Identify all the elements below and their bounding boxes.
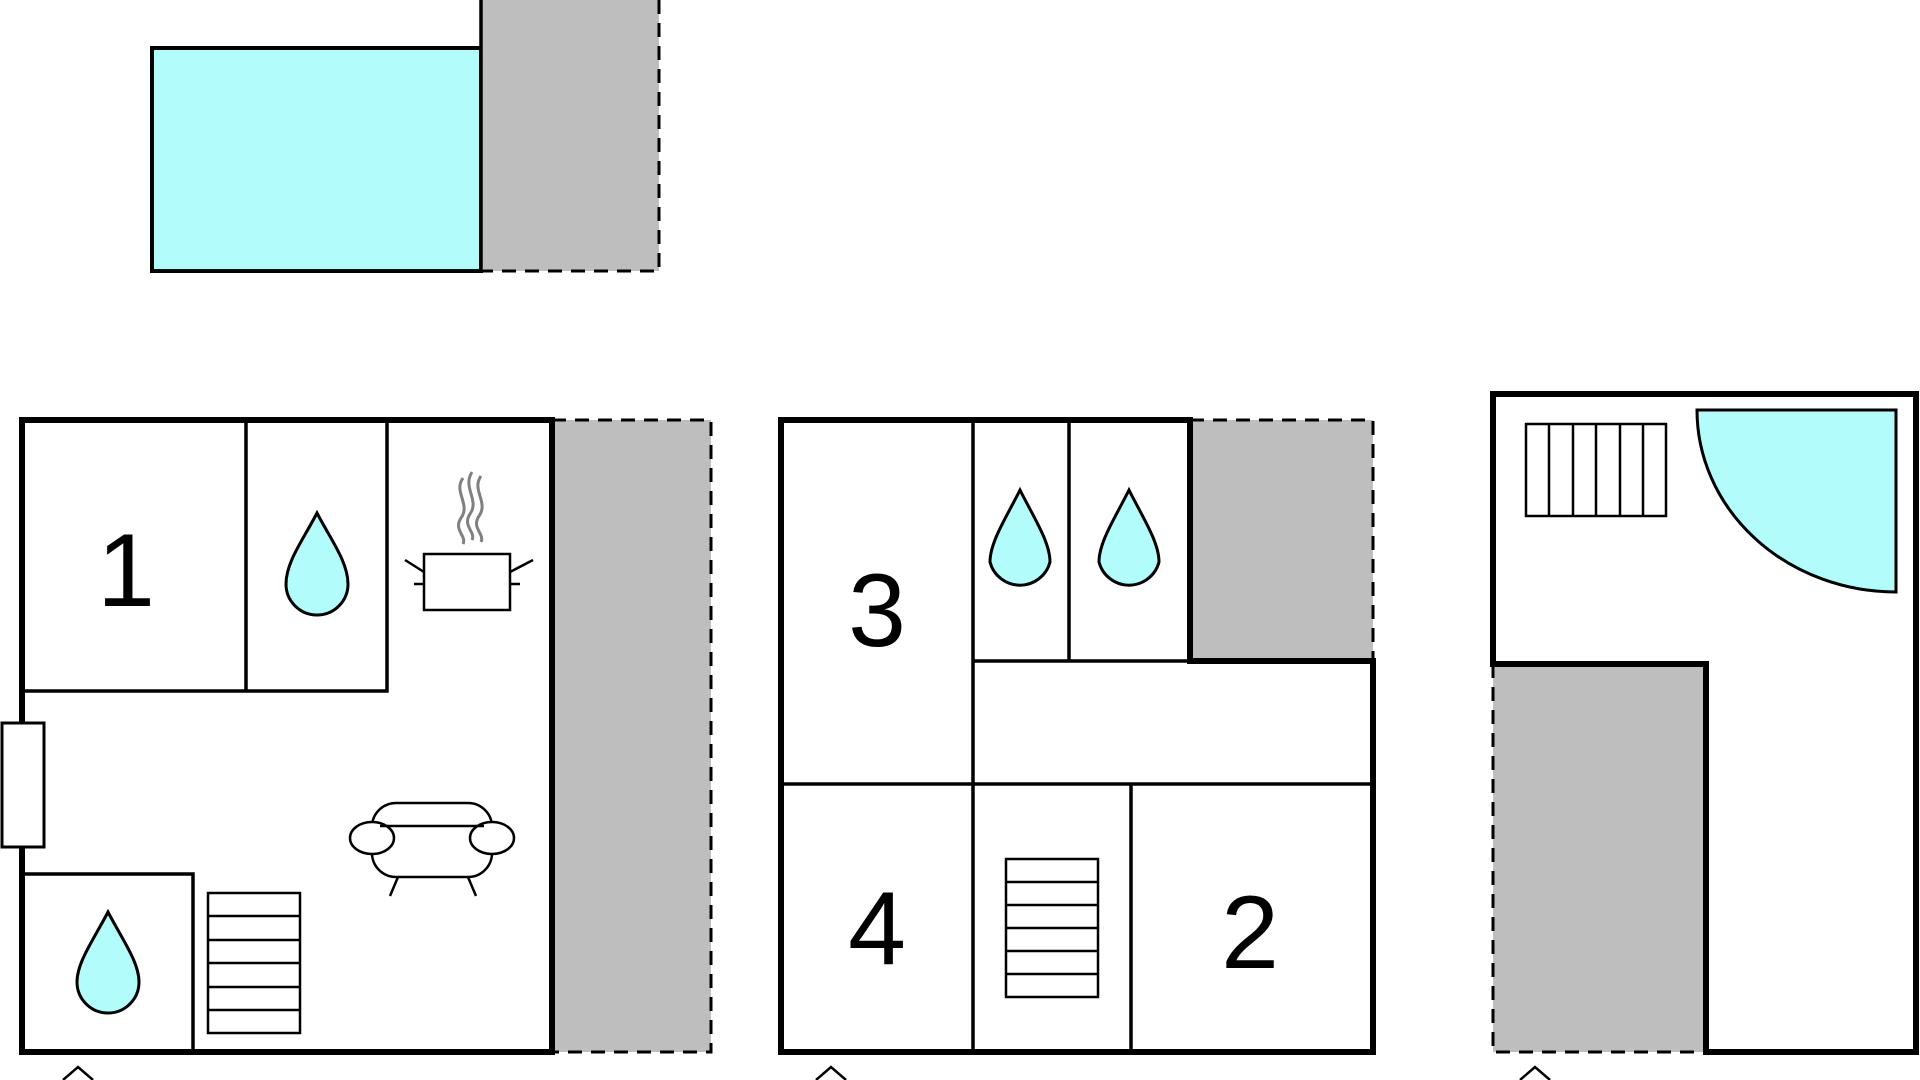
ground-floor: 1 bbox=[0, 417, 713, 1055]
pool-area bbox=[150, 0, 661, 273]
ground-floor-terrace bbox=[552, 420, 711, 1052]
staircase-icon bbox=[1524, 422, 1668, 518]
room-number-1: 1 bbox=[97, 513, 155, 629]
staircase-icon bbox=[1004, 857, 1100, 999]
roof-terrace bbox=[1490, 391, 1919, 1055]
room-number-3: 3 bbox=[848, 553, 906, 669]
roof-lower-terrace bbox=[1493, 664, 1706, 1052]
hot-tub-icon bbox=[1695, 408, 1898, 594]
water-drop-icon bbox=[1097, 486, 1161, 587]
pool-terrace bbox=[481, 0, 659, 271]
staircase-icon bbox=[206, 891, 302, 1035]
sofa-icon bbox=[348, 801, 516, 897]
swimming-pool-icon bbox=[150, 46, 483, 273]
water-drop-icon bbox=[988, 486, 1052, 587]
room-number-4: 4 bbox=[848, 871, 906, 987]
room-number-2: 2 bbox=[1221, 875, 1279, 991]
first-floor: 3 4 2 bbox=[778, 417, 1376, 1055]
entrance-markers bbox=[62, 1065, 1551, 1080]
roof-terrace-outline bbox=[1490, 391, 1919, 1055]
water-drop-icon bbox=[284, 509, 350, 617]
cooking-pot-icon bbox=[404, 471, 534, 612]
water-drop-icon bbox=[75, 908, 141, 1015]
first-floor-outline bbox=[778, 417, 1376, 1055]
first-floor-balcony bbox=[1190, 420, 1373, 661]
entrance-door bbox=[0, 721, 46, 849]
